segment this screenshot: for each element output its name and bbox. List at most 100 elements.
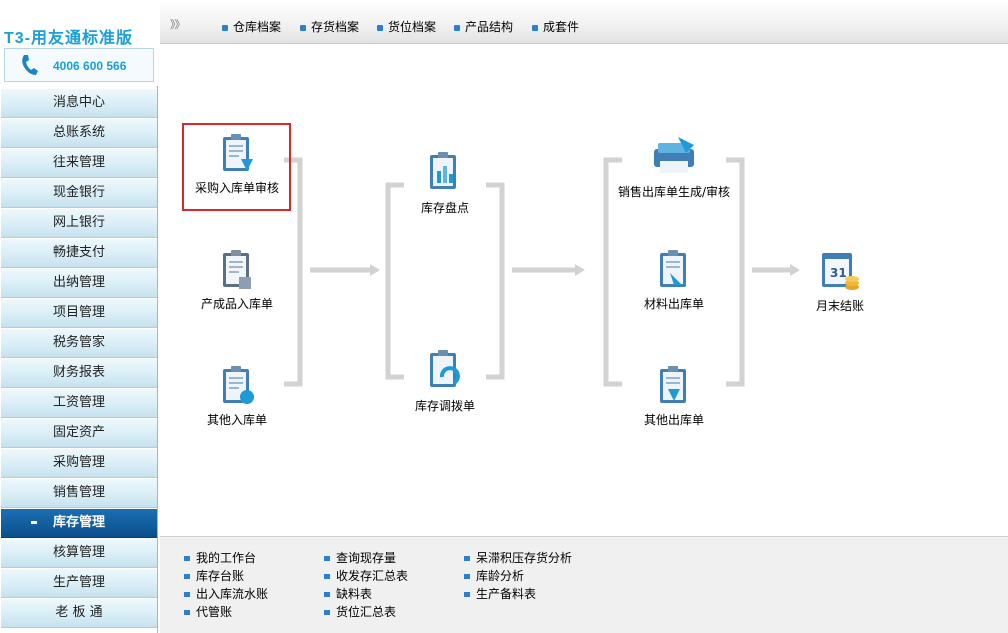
bullet-icon — [464, 556, 470, 561]
flow-item-label: 月末结账 — [815, 299, 864, 313]
sidebar-item-tax[interactable]: 税务管家 — [1, 328, 157, 358]
sidebar-item-inventory[interactable]: 库存管理 — [1, 508, 157, 538]
link-label: 货位汇总表 — [336, 605, 397, 619]
link-aging-analysis[interactable]: 库龄分析 — [464, 567, 524, 584]
sidebar-item-label: 总账系统 — [52, 125, 105, 140]
flow-item-label: 库存盘点 — [420, 201, 469, 215]
clipboard-icon — [660, 366, 686, 403]
bullet-icon — [184, 610, 190, 615]
bullet-icon — [532, 24, 538, 31]
sidebar-item-online-bank[interactable]: 网上银行 — [1, 208, 157, 238]
toolbar-item-label: 存货档案 — [311, 20, 360, 34]
link-my-workspace[interactable]: 我的工作台 — [184, 549, 256, 566]
bullet-icon — [324, 592, 330, 597]
brand-panel: T3-用友通标准版 4006 600 566 — [0, 0, 158, 86]
bullet-icon — [454, 24, 460, 31]
svg-text:31: 31 — [830, 266, 847, 280]
sidebar-item-label: 采购管理 — [52, 455, 105, 470]
sidebar-item-cash-bank[interactable]: 现金银行 — [1, 178, 157, 208]
toolbar-item-label: 货位档案 — [388, 20, 437, 34]
sidebar-item-general-ledger[interactable]: 总账系统 — [1, 118, 157, 148]
sidebar-item-label: 消息中心 — [52, 95, 105, 110]
toolbar-location-files[interactable]: 货位档案 — [377, 18, 436, 35]
calendar-coins-icon: 31 — [822, 253, 859, 290]
sidebar-item-label: 现金银行 — [52, 185, 105, 200]
clipboard-icon — [223, 366, 254, 404]
bullet-icon — [184, 574, 190, 579]
toolbar-inventory-files[interactable]: 存货档案 — [300, 18, 359, 35]
link-query-onhand[interactable]: 查询现存量 — [324, 549, 396, 566]
link-label: 库存台账 — [196, 569, 245, 583]
sidebar-item-chanjet-pay[interactable]: 畅捷支付 — [1, 238, 157, 268]
sidebar: T3-用友通标准版 4006 600 566 消息中心 总账系统 往来管理 现金… — [0, 0, 158, 633]
flow-stocktake[interactable]: 库存盘点 — [400, 149, 490, 216]
bullet-icon — [324, 610, 330, 615]
flow-finished-goods-receipt[interactable]: 产成品入库单 — [190, 247, 284, 312]
sidebar-item-reports[interactable]: 财务报表 — [1, 358, 157, 388]
sidebar-item-sales[interactable]: 销售管理 — [1, 478, 157, 508]
link-slow-moving-analysis[interactable]: 呆滞积压存货分析 — [464, 549, 572, 566]
sidebar-item-label: 老 板 通 — [55, 605, 103, 620]
flow-month-end-close[interactable]: 31 月末结账 — [800, 247, 880, 314]
sidebar-nav: 消息中心 总账系统 往来管理 现金银行 网上银行 畅捷支付 出纳管理 项目管理 … — [0, 88, 158, 628]
link-label: 库龄分析 — [476, 569, 525, 583]
sidebar-item-label: 畅捷支付 — [52, 245, 105, 260]
sidebar-item-receivables[interactable]: 往来管理 — [1, 148, 157, 178]
flow-purchase-receipt-audit[interactable]: 采购入库单审核 — [190, 131, 284, 196]
flow-connectors — [284, 157, 800, 387]
flow-stock-transfer[interactable]: 库存调拨单 — [400, 347, 490, 414]
flow-item-label: 其他入库单 — [206, 413, 267, 427]
sidebar-item-purchasing[interactable]: 采购管理 — [1, 448, 157, 478]
toolbar-warehouse-files[interactable]: 仓库档案 — [222, 18, 281, 35]
link-label: 收发存汇总表 — [336, 569, 409, 583]
sidebar-item-projects[interactable]: 项目管理 — [1, 298, 157, 328]
link-label: 生产备料表 — [476, 587, 537, 601]
transfer-icon — [430, 350, 460, 387]
flow-other-issue[interactable]: 其他出库单 — [630, 363, 718, 428]
bullet-icon — [184, 592, 190, 597]
sidebar-item-cashier[interactable]: 出纳管理 — [1, 268, 157, 298]
sidebar-item-label: 库存管理 — [52, 515, 105, 530]
toolbar-item-label: 成套件 — [543, 20, 580, 34]
flow-item-label: 产成品入库单 — [200, 297, 273, 311]
sidebar-item-production[interactable]: 生产管理 — [1, 568, 157, 598]
clipboard-icon — [223, 250, 251, 289]
sidebar-item-payroll[interactable]: 工资管理 — [1, 388, 157, 418]
bullet-icon — [324, 556, 330, 561]
sidebar-item-boss[interactable]: 老 板 通 — [1, 598, 157, 628]
link-stock-ledger[interactable]: 库存台账 — [184, 567, 244, 584]
sidebar-item-message-center[interactable]: 消息中心 — [1, 88, 157, 118]
link-label: 代管账 — [196, 605, 233, 619]
link-consignment-ledger[interactable]: 代管账 — [184, 603, 232, 620]
toolbar-product-structure[interactable]: 产品结构 — [454, 18, 513, 35]
flow-material-issue[interactable]: 材料出库单 — [630, 247, 718, 312]
link-inout-summary[interactable]: 收发存汇总表 — [324, 567, 408, 584]
phone-icon — [22, 55, 38, 75]
sidebar-item-label: 工资管理 — [52, 395, 105, 410]
sidebar-item-costing[interactable]: 核算管理 — [1, 538, 157, 568]
sidebar-item-label: 固定资产 — [52, 425, 105, 440]
link-shortage-table[interactable]: 缺料表 — [324, 585, 372, 602]
toolbar-kits[interactable]: 成套件 — [532, 18, 579, 35]
sidebar-item-label: 出纳管理 — [52, 275, 105, 290]
link-label: 缺料表 — [336, 587, 373, 601]
flow-canvas: 采购入库单审核 产成品入库单 其他入库单 — [160, 45, 1008, 535]
flow-sales-issue-audit[interactable]: 销售出库单生成/审核 — [612, 135, 736, 200]
clipboard-icon — [223, 134, 253, 171]
sidebar-item-label: 项目管理 — [52, 305, 105, 320]
flow-item-label: 其他出库单 — [643, 413, 704, 427]
expand-chevron-icon[interactable]: 》》 — [170, 18, 185, 31]
link-inout-journal[interactable]: 出入库流水账 — [184, 585, 268, 602]
link-location-summary[interactable]: 货位汇总表 — [324, 603, 396, 620]
flow-item-label: 采购入库单审核 — [194, 181, 279, 195]
link-label: 查询现存量 — [336, 551, 397, 565]
sidebar-item-fixed-assets[interactable]: 固定资产 — [1, 418, 157, 448]
brand-phone: 4006 600 566 — [53, 59, 127, 73]
top-toolbar: 》》 仓库档案 存货档案 货位档案 产品结构 成套件 — [160, 0, 1008, 44]
sidebar-item-label: 财务报表 — [52, 365, 105, 380]
link-production-picking[interactable]: 生产备料表 — [464, 585, 536, 602]
sidebar-item-label: 往来管理 — [52, 155, 105, 170]
flow-other-receipt[interactable]: 其他入库单 — [190, 363, 284, 428]
link-label: 出入库流水账 — [196, 587, 269, 601]
